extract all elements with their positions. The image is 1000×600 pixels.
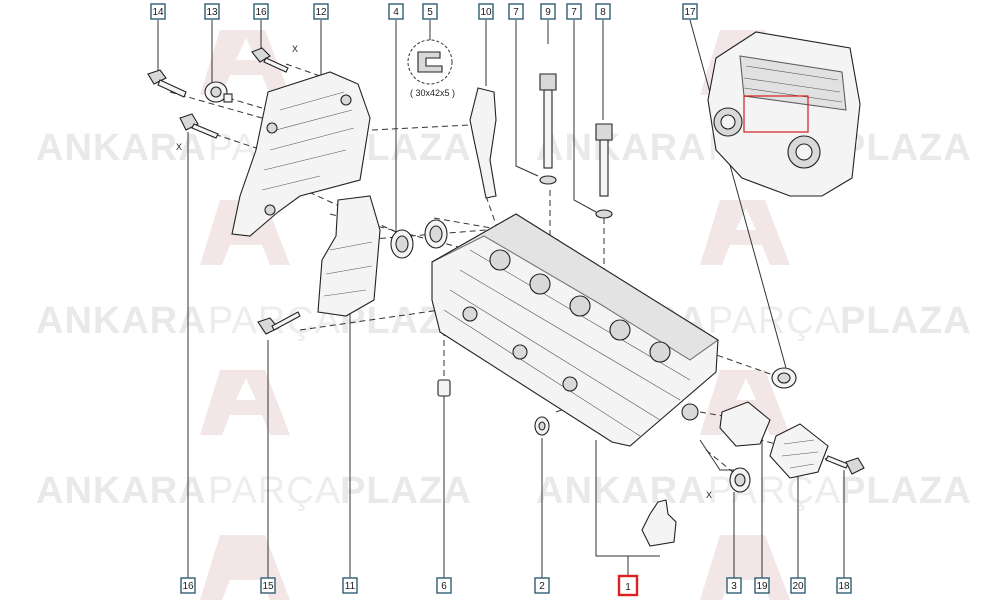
callout-label: 18	[838, 581, 850, 592]
callout-label: 10	[480, 7, 492, 18]
callout-16-top[interactable]: 16	[253, 3, 269, 20]
seal-size-label: ( 30x42x5 )	[410, 88, 455, 98]
bolt-18-drawing	[825, 455, 865, 475]
sealant-tube-drawing	[641, 499, 677, 547]
callout-label: 15	[262, 581, 274, 592]
washer-2-drawing	[534, 416, 550, 436]
watermark-brand: PARÇA	[208, 470, 341, 512]
callout-label: 9	[545, 7, 551, 18]
watermark-brand: ANKARA	[36, 127, 207, 169]
dimension-x-label: X	[176, 142, 182, 152]
watermark-brand: PLAZA	[840, 470, 972, 512]
callout-label: 6	[441, 581, 447, 592]
callout-3[interactable]: 3	[726, 577, 742, 594]
callout-label: 7	[571, 7, 577, 18]
dimension-x-label: X	[292, 44, 298, 54]
callout-4[interactable]: 4	[388, 3, 404, 20]
callout-label: 8	[600, 7, 606, 18]
callout-label: 16	[255, 7, 267, 18]
watermark-brand: PLAZA	[840, 300, 972, 342]
plug-17-drawing	[771, 367, 797, 389]
watermark-text-row-3: ANKARA PARÇA PLAZA ANKARA PARÇA PLAZA	[36, 470, 972, 512]
callout-label: 11	[345, 581, 356, 592]
seal-4-drawing	[390, 229, 414, 259]
callout-13[interactable]: 13	[204, 3, 220, 20]
watermark-brand: PLAZA	[340, 470, 472, 512]
callout-label: 20	[792, 581, 804, 592]
callout-label: 13	[206, 7, 218, 18]
callout-18[interactable]: 18	[836, 577, 852, 594]
callout-17[interactable]: 17	[682, 3, 698, 20]
bolt-14-drawing	[147, 69, 187, 98]
callout-2[interactable]: 2	[534, 577, 550, 594]
cover-20-drawing	[769, 423, 829, 479]
seal-3-drawing: X	[706, 467, 751, 500]
watermark-brand: ANKARA	[36, 300, 207, 342]
bolt-16-left-drawing: X	[176, 113, 219, 152]
callout-9[interactable]: 9	[540, 3, 556, 20]
bottom-callouts: 16 15 11 6 2 1 3 19	[180, 574, 852, 597]
callout-1-highlighted[interactable]: 1	[617, 574, 639, 597]
callout-label: 1	[625, 582, 631, 593]
callout-12[interactable]: 12	[313, 3, 329, 20]
callout-7-b[interactable]: 7	[566, 3, 582, 20]
rocker-10-drawing	[469, 87, 497, 199]
head-bolt-8-drawing	[595, 123, 613, 219]
callout-19[interactable]: 19	[754, 577, 770, 594]
watermark-brand: PARÇA	[708, 300, 841, 342]
callout-label: 5	[427, 7, 433, 18]
callout-label: 17	[684, 7, 696, 18]
engine-thumbnail-drawing	[707, 31, 861, 197]
callout-label: 3	[731, 581, 737, 592]
bolt-16-top-drawing: X	[251, 44, 298, 73]
engine-bracket-12-drawing	[231, 71, 371, 237]
callout-10[interactable]: 10	[478, 3, 494, 20]
callout-label: 12	[315, 7, 327, 18]
watermark-brand: ANKARA	[536, 127, 707, 169]
dowel-6-drawing	[437, 379, 451, 397]
callout-15[interactable]: 15	[260, 577, 276, 594]
cylinder-head-1-drawing	[431, 213, 719, 447]
callout-label: 4	[393, 7, 399, 18]
callout-16-bottom[interactable]: 16	[180, 577, 196, 594]
dimension-x-label: X	[706, 490, 712, 500]
callout-7-a[interactable]: 7	[508, 3, 524, 20]
sensor-13-drawing	[204, 81, 233, 103]
watermark-brand: ANKARA	[536, 470, 707, 512]
callout-5[interactable]: 5	[422, 3, 438, 20]
head-bolt-9-drawing	[539, 73, 557, 185]
seal-5-drawing	[424, 219, 448, 249]
callout-label: 14	[152, 7, 164, 18]
top-callouts: 14 13 16 12 4 5 10 7	[150, 3, 698, 20]
watermark-brand: PLAZA	[840, 127, 972, 169]
callout-14[interactable]: 14	[150, 3, 166, 20]
gasket-19-drawing	[719, 401, 771, 447]
callout-11[interactable]: 11	[342, 577, 358, 594]
seal-section-inset: ( 30x42x5 )	[407, 39, 455, 98]
mount-bracket-11-drawing	[317, 195, 381, 317]
callout-label: 19	[756, 581, 768, 592]
callout-label: 7	[513, 7, 519, 18]
callout-8[interactable]: 8	[595, 3, 611, 20]
watermark-brand: PARÇA	[708, 470, 841, 512]
callout-20[interactable]: 20	[790, 577, 806, 594]
watermark-brand: ANKARA	[36, 470, 207, 512]
callout-6[interactable]: 6	[436, 577, 452, 594]
bolt-15-drawing	[257, 311, 301, 335]
callout-label: 2	[539, 581, 545, 592]
callout-label: 16	[182, 581, 194, 592]
